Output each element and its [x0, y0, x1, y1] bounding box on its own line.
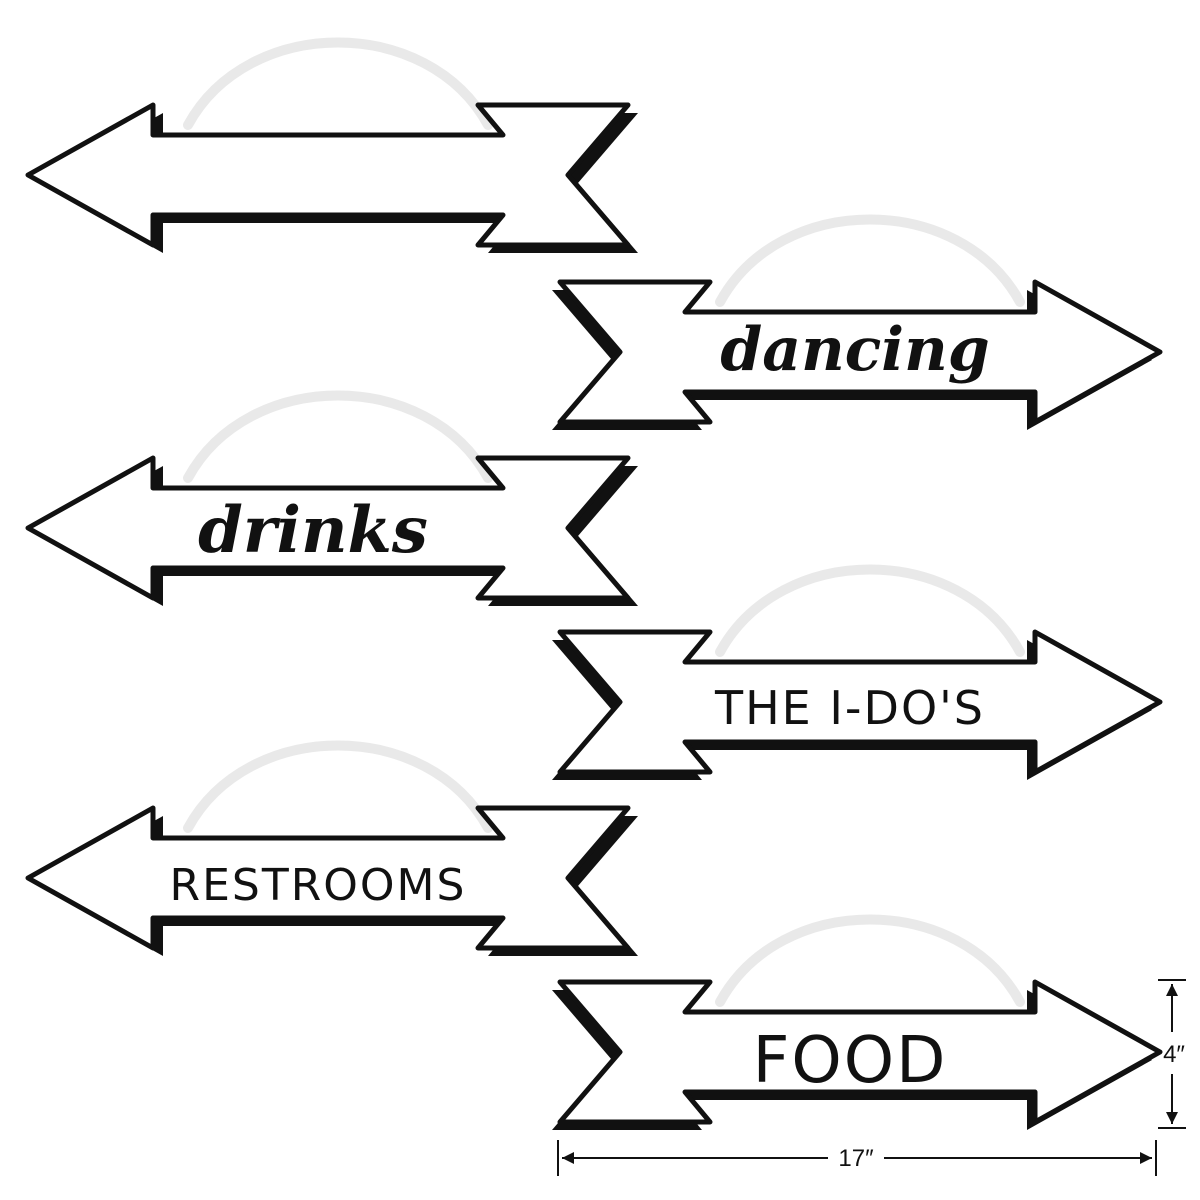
hanging-rope	[183, 390, 493, 483]
arrow-sign-drinks: drinks	[28, 390, 638, 606]
arrowhead-right-icon	[1140, 1152, 1152, 1164]
sign-label-restrooms: RESTROOMS	[170, 860, 467, 911]
sign-label-food: FOOD	[753, 1024, 948, 1098]
sign-label-dancing: dancing	[720, 315, 989, 385]
arrow-sign-food: FOOD	[552, 914, 1160, 1130]
hanging-rope	[715, 564, 1025, 657]
arrow-sign-blank	[28, 37, 638, 253]
arrowhead-up-icon	[1166, 984, 1178, 996]
height-dimension: 4″	[1158, 979, 1186, 1129]
arrow-sign-the-i-dos: THE I-DO'S	[552, 564, 1160, 780]
hanging-rope	[183, 740, 493, 833]
sign-label-drinks: drinks	[198, 493, 428, 568]
arrow-sign-dancing: dancing	[552, 214, 1160, 430]
hanging-rope	[183, 37, 493, 130]
hanging-rope	[715, 914, 1025, 1007]
height-label: 4″	[1163, 1041, 1185, 1068]
hanging-rope	[715, 214, 1025, 307]
arrow-left-shape	[28, 105, 628, 245]
width-label: 17″	[838, 1145, 874, 1172]
arrowhead-left-icon	[562, 1152, 574, 1164]
arrowhead-down-icon	[1166, 1112, 1178, 1124]
sign-label-the-i-dos: THE I-DO'S	[714, 681, 985, 735]
arrow-sign-restrooms: RESTROOMS	[28, 740, 638, 956]
width-dimension: 17″	[557, 1140, 1157, 1176]
